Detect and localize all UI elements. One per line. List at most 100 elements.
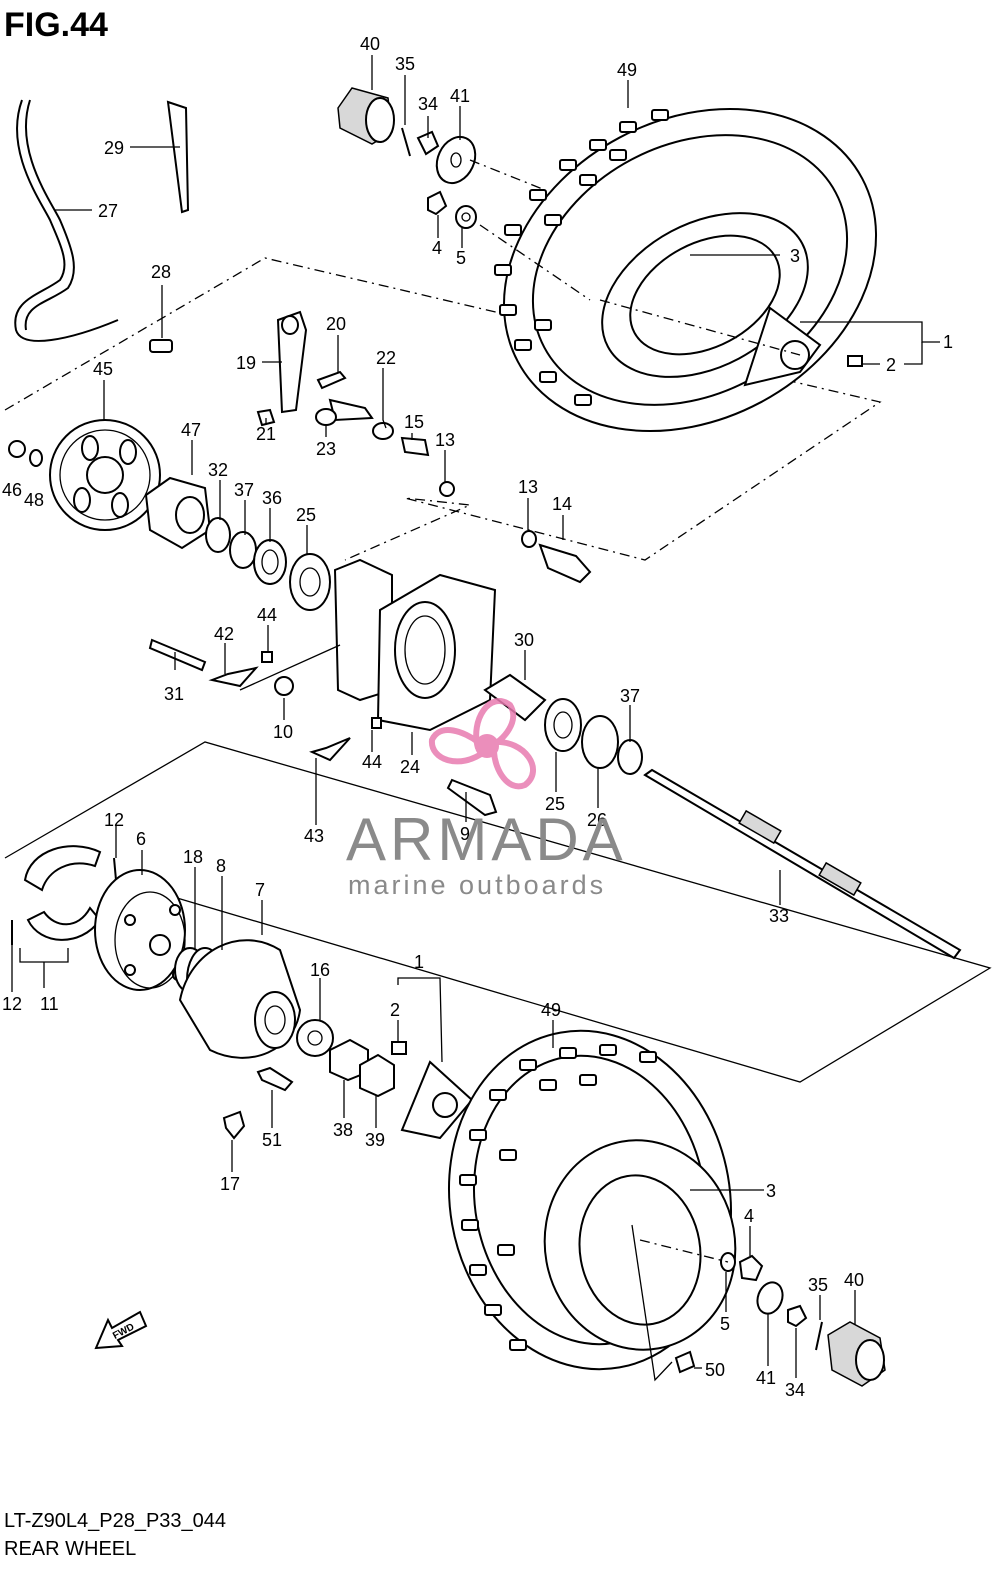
callout-27: 27 <box>98 201 118 221</box>
nut-44-upper <box>261 651 273 663</box>
o-ring-13-lower <box>521 530 537 548</box>
circlip-32 <box>205 517 231 553</box>
fwd-label: FWD <box>111 1322 136 1342</box>
nut-44-lower <box>371 717 382 729</box>
callout-1-lower: 1 <box>414 952 424 972</box>
sprocket-hub <box>144 476 212 550</box>
upper-tire <box>494 107 878 433</box>
seal-37-lower <box>617 739 643 775</box>
speed-sensor <box>538 543 592 584</box>
callout-46: 46 <box>2 480 22 500</box>
callout-40-lower: 40 <box>844 1270 864 1290</box>
watermark-subtitle: marine outboards <box>348 870 607 900</box>
callout-17: 17 <box>220 1174 240 1194</box>
callout-30: 30 <box>514 630 534 650</box>
valve-50 <box>674 1350 696 1374</box>
rear-sprocket <box>49 419 161 531</box>
callout-42: 42 <box>214 624 234 644</box>
callout-49: 49 <box>617 60 637 80</box>
bolt-2-upper <box>847 355 863 367</box>
callout-18: 18 <box>183 847 203 867</box>
callout-49-lower: 49 <box>541 1000 561 1020</box>
callout-2-lower: 2 <box>390 1000 400 1020</box>
callout-11: 11 <box>40 994 59 1014</box>
bearing-25-lower <box>544 698 582 752</box>
upper-hardware <box>337 87 477 229</box>
callout-labels: 40 35 34 41 49 29 27 4 5 3 28 1 2 20 19 … <box>2 34 953 1400</box>
castle-nut-34-lower <box>787 1304 808 1328</box>
washer-41-lower <box>756 1281 784 1315</box>
callout-35-lower: 35 <box>808 1275 828 1295</box>
nut-39 <box>359 1053 395 1098</box>
callout-4-lower: 4 <box>744 1206 754 1226</box>
callout-2: 2 <box>886 355 896 375</box>
bolt-51 <box>256 1066 294 1092</box>
callout-16: 16 <box>310 960 330 980</box>
callout-29: 29 <box>104 138 124 158</box>
callout-26: 26 <box>587 810 607 830</box>
callout-45: 45 <box>93 359 113 379</box>
washer-48 <box>29 449 43 467</box>
cap-40-lower <box>827 1321 886 1387</box>
callout-1: 1 <box>943 332 953 352</box>
bearing-25-upper <box>289 553 331 611</box>
callout-34: 34 <box>418 94 438 114</box>
cotter-pin-35-lower <box>815 1321 823 1351</box>
seal-37-upper <box>229 531 257 569</box>
callout-24: 24 <box>400 757 420 777</box>
figure-name: REAR WHEEL <box>4 1538 137 1560</box>
callout-39: 39 <box>365 1130 385 1150</box>
callout-25-lower: 25 <box>545 794 565 814</box>
bolt-9 <box>446 778 498 817</box>
lock-plate-43 <box>309 737 351 762</box>
callout-37-lower: 37 <box>620 686 640 706</box>
figure-code: LT-Z90L4_P28_P33_044 <box>4 1510 227 1532</box>
lower-assembly-frame <box>4 741 992 1083</box>
brake-drum <box>94 869 186 991</box>
callout-10: 10 <box>273 722 293 742</box>
watermark-logo-icon <box>428 698 536 790</box>
callout-44-upper: 44 <box>257 605 277 625</box>
callout-34-lower: 34 <box>785 1380 805 1400</box>
forward-arrow-icon: FWD <box>94 1310 148 1350</box>
hose-clamp <box>166 100 190 214</box>
rear-axle-shaft <box>643 768 962 960</box>
fitting-28 <box>149 339 173 353</box>
callout-41-lower: 41 <box>756 1368 776 1388</box>
callout-32: 32 <box>208 460 228 480</box>
bearing-36 <box>253 539 287 585</box>
callout-19: 19 <box>236 353 256 373</box>
spacer-10 <box>274 676 294 696</box>
washer-16 <box>296 1019 334 1057</box>
brake-cam-arm <box>276 310 308 414</box>
callout-41: 41 <box>450 86 470 106</box>
callout-15: 15 <box>404 412 424 432</box>
callout-9: 9 <box>460 824 470 844</box>
oil-seal-26 <box>581 715 619 769</box>
callout-20: 20 <box>326 314 346 334</box>
spring-12-upper <box>113 857 117 881</box>
callout-48: 48 <box>24 490 44 510</box>
lock-plate-42 <box>208 666 259 688</box>
brake-shoes <box>23 845 102 941</box>
callout-28: 28 <box>151 262 171 282</box>
callout-33: 33 <box>769 906 789 926</box>
callout-14: 14 <box>552 494 572 514</box>
callout-36: 36 <box>262 488 282 508</box>
callout-23: 23 <box>316 439 336 459</box>
callout-22: 22 <box>376 348 396 368</box>
axle-housing <box>333 558 497 732</box>
figure-title: FIG.44 <box>4 6 108 44</box>
callout-13-lower: 13 <box>518 477 538 497</box>
callout-50: 50 <box>705 1360 725 1380</box>
leader-lines <box>11 55 940 1378</box>
bolt-2-lower <box>391 1041 407 1055</box>
callout-5: 5 <box>456 248 466 268</box>
breather-hose <box>14 99 119 342</box>
callout-3: 3 <box>790 246 800 266</box>
callout-40: 40 <box>360 34 380 54</box>
upper-assembly-frame <box>4 257 882 561</box>
callout-13: 13 <box>435 430 455 450</box>
lower-tire <box>448 1029 737 1371</box>
